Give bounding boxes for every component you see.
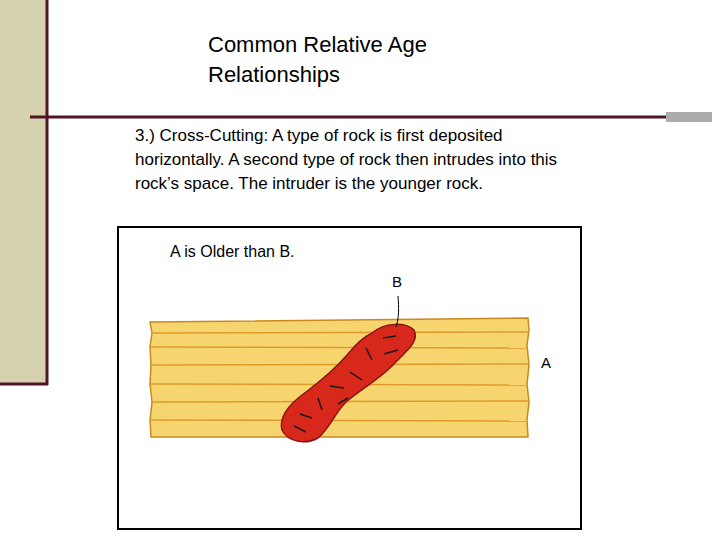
texture-dash: [384, 350, 398, 354]
slide-title: Common Relative Age Relationships: [208, 30, 458, 90]
part-label: B: [392, 273, 402, 291]
texture-dash: [350, 372, 362, 380]
texture-dash: [330, 386, 344, 388]
body-note: 3.) Cross-Cutting: A type of rock is fir…: [135, 124, 565, 196]
part-label: A: [541, 354, 551, 372]
texture-dash: [383, 336, 396, 338]
texture-dash: [338, 398, 348, 404]
figure-box: A is Older than B.: [117, 226, 582, 530]
title-rule: [30, 116, 666, 119]
texture-dash: [300, 414, 312, 418]
box-caption: A is Older than B.: [170, 242, 295, 262]
leader-line: [396, 296, 399, 327]
side-rule: [46, 0, 49, 385]
texture-dash: [366, 348, 372, 360]
bedding-line: [151, 347, 528, 348]
texture-dash: [318, 398, 322, 410]
side-bar: [0, 0, 47, 385]
texture-dash: [294, 426, 306, 432]
bedding-line: [151, 420, 528, 421]
rule-end: [666, 112, 712, 122]
side-rule: [0, 383, 48, 386]
bedding-line: [151, 332, 528, 333]
igneous-intrusion: [281, 324, 415, 441]
rock-illustration: [117, 226, 582, 530]
